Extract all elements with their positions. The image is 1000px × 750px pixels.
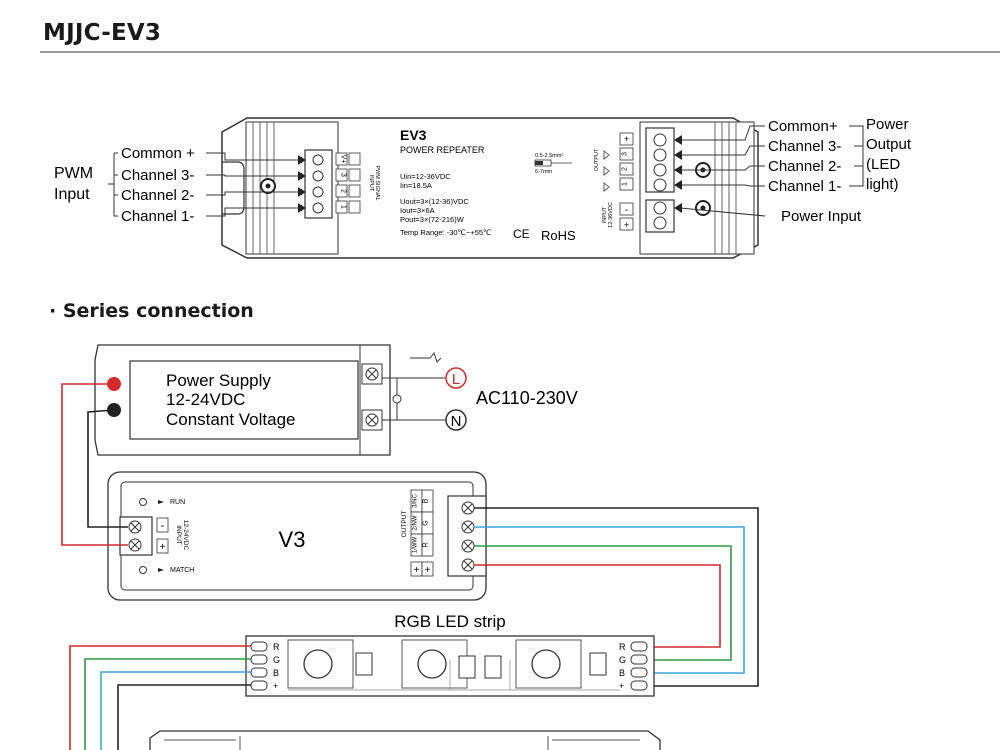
line-l-label: L: [452, 371, 460, 388]
power-supply: Power Supply 12-24VDC Constant Voltage: [94, 344, 442, 456]
ctrl-color-label: G: [423, 520, 430, 525]
title-divider: [40, 51, 1000, 53]
left-label-channel-2: Channel 2-: [121, 187, 194, 204]
ctrl-plus-label: +: [414, 565, 420, 576]
ctrl-input-voltage: 12-24VDC: [182, 520, 189, 551]
ctrl-minus-label: -: [161, 520, 165, 532]
input-terminal-label: 1: [340, 205, 347, 209]
ac-mains-wiring: [382, 377, 446, 421]
spec-uin: Uin=12-36VDC: [400, 172, 451, 181]
right-label-channel-2: Channel 2-: [768, 158, 841, 175]
input-terminal-label: 2: [340, 189, 347, 193]
right-label-common: Common+: [768, 118, 838, 135]
ctrl-color-label: B: [423, 498, 430, 503]
strip-pin-label: +: [273, 681, 278, 691]
ctrl-input-label: INPUT: [175, 525, 182, 545]
spec-iin: Iin=18.5A: [400, 181, 432, 190]
spec-iout: Iout=3×6A: [400, 206, 435, 215]
wire-strip-icon: 0.5-2.5mm² 6-7mm: [534, 153, 572, 175]
spec-pout: Pout=3×(72-216)W: [400, 215, 465, 224]
ac-voltage-label: AC110-230V: [476, 388, 578, 408]
power-output-leaders: [679, 125, 864, 217]
arrow-icons: [674, 135, 682, 213]
power-terminal-label: +: [624, 220, 629, 230]
next-device-partial: [149, 730, 661, 750]
power-supply-line-1: Power Supply: [166, 371, 271, 390]
strip-pin-label: R: [273, 642, 280, 652]
output-side-label: OUTPUT: [594, 148, 600, 171]
ctrl-output-label: OUTPUT: [401, 511, 408, 538]
left-label-channel-3: Channel 3-: [121, 167, 194, 184]
rohs-mark: RoHS: [541, 228, 576, 243]
svg-text:6-7mm: 6-7mm: [535, 169, 553, 175]
input-terminal-label: V+: [340, 155, 347, 164]
arrow-icons: [298, 155, 306, 213]
output-terminal-label: 3: [622, 152, 629, 156]
power-supply-line-3: Constant Voltage: [166, 410, 295, 429]
power-supply-line-2: 12-24VDC: [166, 390, 245, 409]
line-l-icon: [445, 367, 467, 389]
ctrl-color-label: R: [423, 542, 430, 547]
left-label-channel-1: Channel 1-: [121, 208, 194, 225]
power-input-voltage-label: 12-36VDC: [608, 202, 614, 228]
power-output-group-label: Power: [866, 116, 909, 133]
input-terminal-label: 3: [340, 173, 347, 177]
right-label-channel-1: Channel 1-: [768, 178, 841, 195]
power-output-group-label: Output: [866, 136, 912, 153]
pwm-group-label: PWM: [54, 165, 93, 182]
ev3-repeater-device: V+ 3 2 1 INPUT PWM SIGNAL EV3 POWER REPE…: [221, 117, 759, 259]
supply-wires: [61, 383, 128, 546]
output-terminal-label: 1: [622, 182, 629, 186]
pwm-input-leaders: [108, 152, 298, 217]
device-name: EV3: [400, 127, 427, 143]
output-terminal-label: +: [624, 134, 629, 144]
power-input-label: Power Input: [781, 208, 862, 225]
ctrl-plus-label: +: [425, 565, 431, 576]
output-wires: [474, 507, 759, 687]
ctrl-channel-label: 1/WW: [413, 537, 419, 554]
ctrl-channel-label: 2/NW: [413, 515, 419, 530]
run-label: RUN: [170, 499, 185, 506]
positive-terminal-icon: [107, 377, 121, 391]
strip-pin-label: B: [273, 668, 279, 678]
strip-continuation-wires: [69, 645, 251, 750]
spec-temp: Temp Range: -30℃~+55℃: [400, 228, 491, 237]
spec-uout: Uout=3×(12-36)VDC: [400, 197, 469, 206]
ctrl-plus-label: +: [160, 542, 166, 553]
power-input-side-label: INPUT: [602, 206, 608, 223]
output-terminal-label: 2: [622, 167, 629, 171]
ctrl-channel-label: 3/NC: [413, 493, 419, 507]
pwm-group-label: Input: [54, 186, 90, 203]
strip-pin-label: R: [619, 642, 626, 652]
match-label: MATCH: [170, 567, 194, 574]
ce-mark: CE: [513, 227, 530, 241]
strip-pin-label: B: [619, 668, 625, 678]
v3-controller: RUN MATCH - + INPUT 12-24VDC V3 OUTPUT 3…: [107, 471, 487, 601]
device-subtitle: POWER REPEATER: [400, 145, 485, 155]
section-heading: · Series connection: [49, 300, 254, 322]
power-output-group-label: light): [866, 176, 899, 193]
led-indicator-icons: [603, 150, 610, 192]
rgb-led-strip: [245, 635, 655, 697]
pwm-signal-label: PWM SIGNAL: [374, 165, 380, 200]
line-n-icon: [445, 409, 467, 431]
line-n-label: N: [451, 413, 462, 430]
strip-pin-label: +: [619, 681, 624, 691]
strip-pin-label: G: [619, 655, 626, 665]
page-title: MJJC-EV3: [43, 20, 162, 46]
left-label-common: Common +: [121, 145, 195, 162]
right-label-channel-3: Channel 3-: [768, 138, 841, 155]
strip-pin-label: G: [273, 655, 280, 665]
power-output-group-label: (LED: [866, 156, 900, 173]
power-terminal-label: -: [625, 205, 628, 216]
strip-right-pads: R G B +: [619, 641, 648, 691]
svg-text:0.5-2.5mm²: 0.5-2.5mm²: [535, 153, 563, 159]
strip-title: RGB LED strip: [394, 612, 505, 631]
controller-name: V3: [279, 527, 306, 552]
input-side-label: INPUT: [368, 175, 374, 192]
